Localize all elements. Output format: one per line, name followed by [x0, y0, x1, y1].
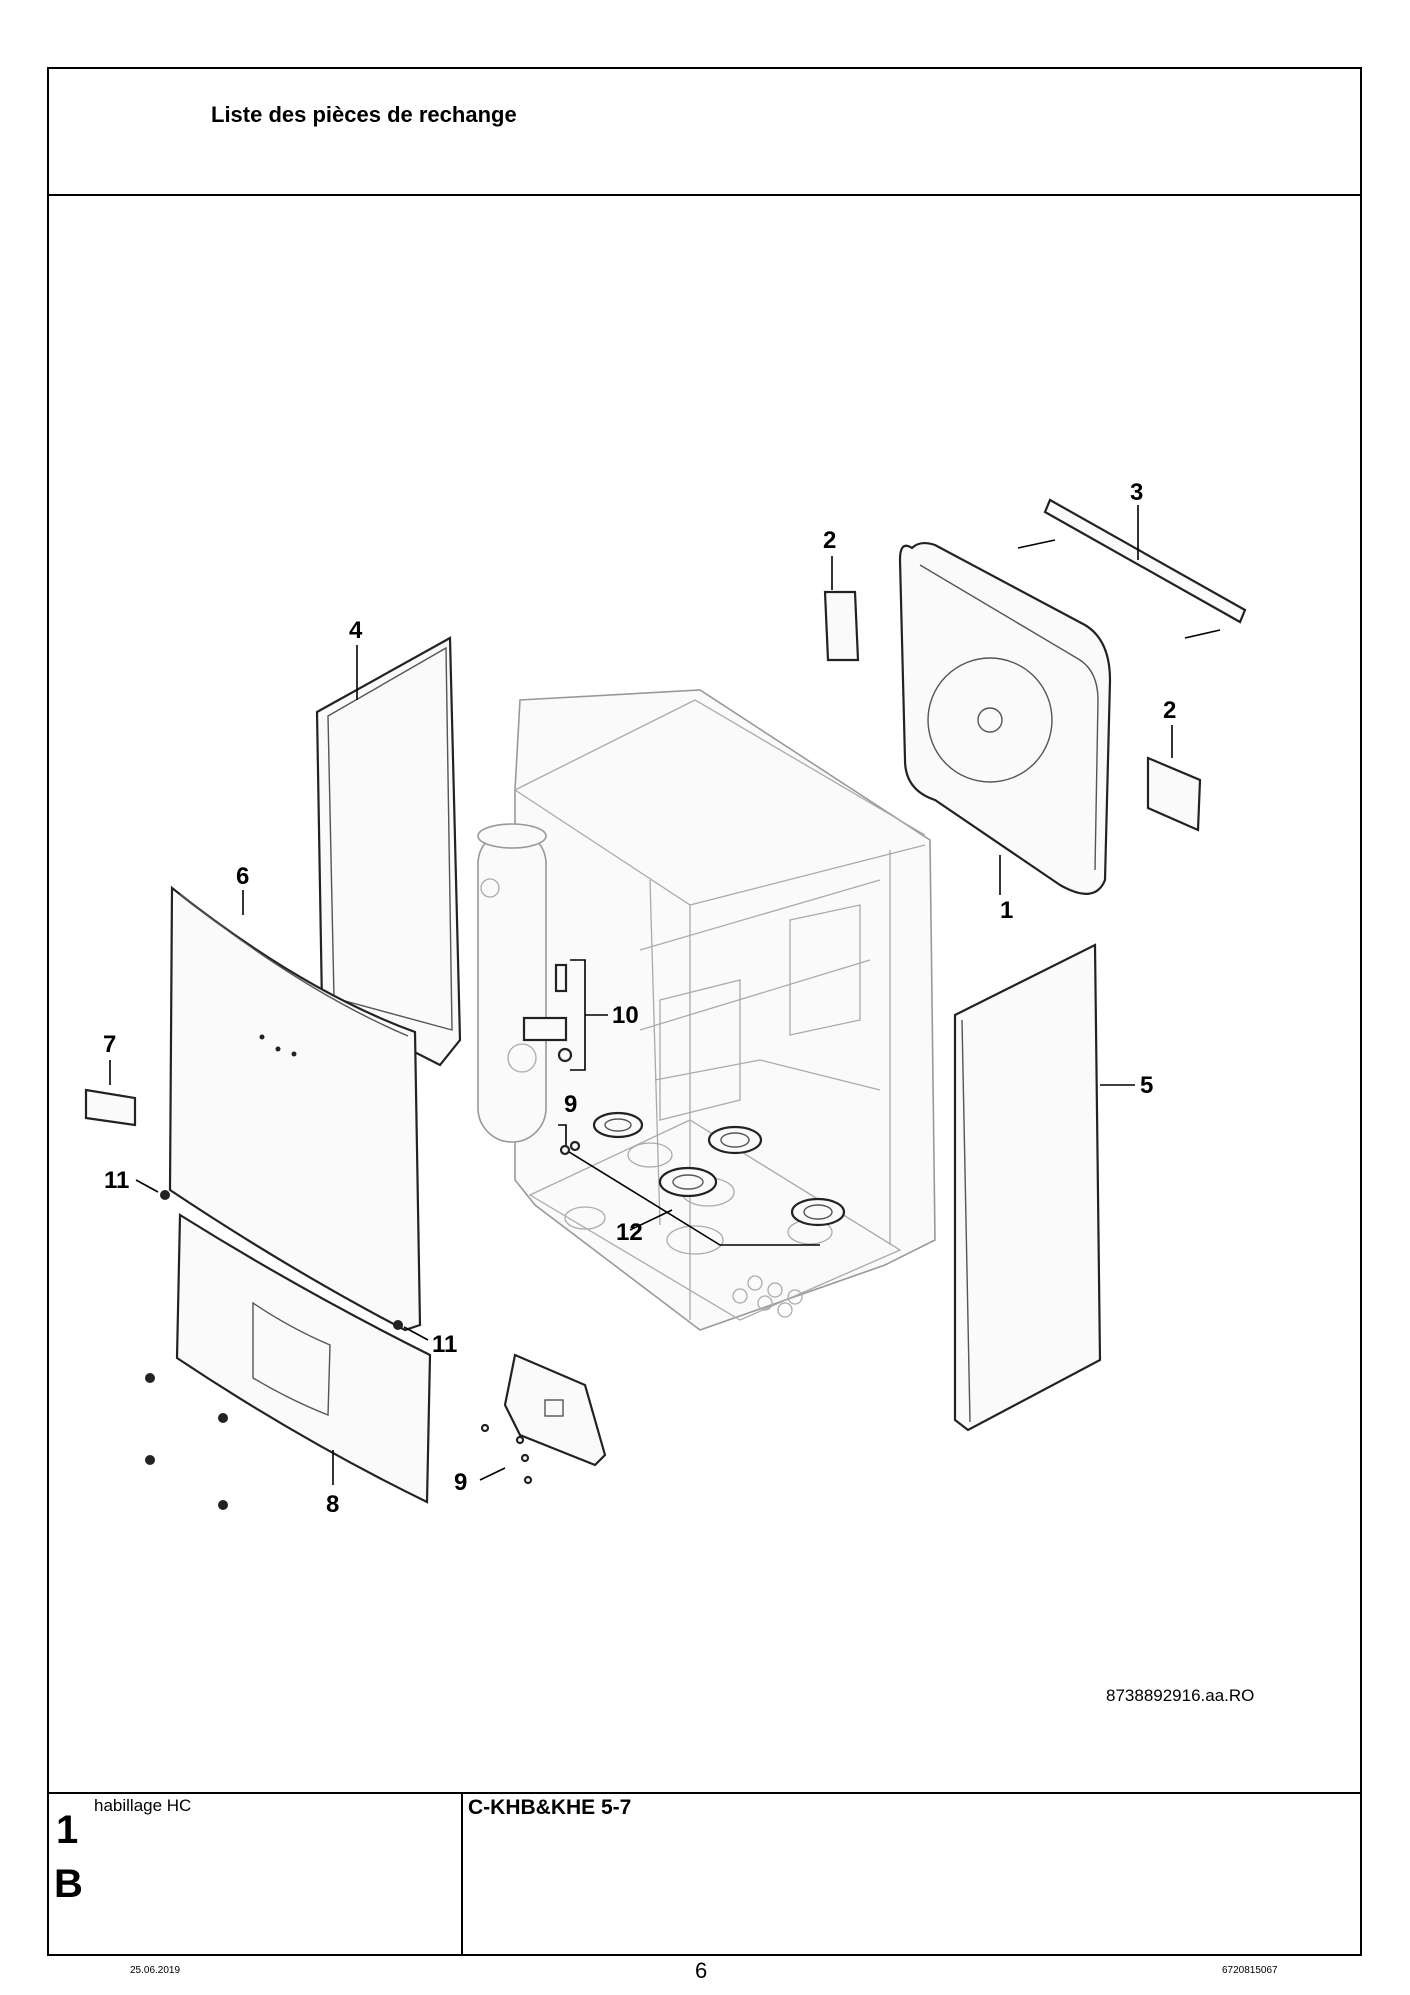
- callout-6: 6: [236, 863, 249, 890]
- footer-column-divider: [461, 1792, 463, 1956]
- part-2-hinge-lower: [1146, 725, 1202, 832]
- callout-2-upper: 2: [823, 527, 836, 554]
- page-title: Liste des pièces de rechange: [211, 102, 517, 127]
- callout-3: 3: [1130, 479, 1143, 506]
- callout-5: 5: [1140, 1072, 1153, 1099]
- section-number: 1: [56, 1808, 79, 1852]
- part-10-bracket: [522, 959, 608, 1071]
- section-letter: B: [54, 1862, 83, 1906]
- part-7-label: [84, 1060, 137, 1127]
- footer-date: 25.06.2019: [130, 1965, 181, 1976]
- callout-2-lower: 2: [1163, 697, 1176, 724]
- callout-1: 1: [1000, 897, 1013, 924]
- part-12-flanges: [565, 1111, 846, 1246]
- part-5-right-side-panel: [953, 943, 1135, 1432]
- callout-9-lower: 9: [454, 1469, 467, 1496]
- callout-4: 4: [349, 617, 363, 644]
- wall-mounting-plate: [479, 1353, 607, 1485]
- callout-9-upper: 9: [564, 1091, 577, 1118]
- diagram-reference-code: 8738892916.aa.RO: [1106, 1686, 1255, 1705]
- callout-10: 10: [612, 1002, 639, 1029]
- page-number: 6: [695, 1958, 708, 1983]
- expansion-vessel: [477, 823, 547, 1143]
- footer-divider: [47, 1792, 1362, 1794]
- part-1-control-box: [898, 541, 1112, 895]
- part-4-left-side-panel: [315, 636, 462, 1067]
- callout-12: 12: [616, 1219, 643, 1246]
- callout-11-upper: 11: [104, 1167, 129, 1194]
- section-label: habillage HC: [94, 1796, 192, 1815]
- document-number: 6720815067: [1222, 1965, 1278, 1976]
- part-9-upper-screws: [558, 1124, 581, 1156]
- page-frame: [47, 67, 1362, 1956]
- housing-frame: [514, 689, 936, 1331]
- callout-7: 7: [103, 1031, 116, 1058]
- model-name: C-KHB&KHE 5-7: [468, 1796, 632, 1819]
- part-2-hinge-upper: [823, 556, 860, 662]
- part-11-screws: [135, 1179, 429, 1341]
- callout-11-lower: 11: [432, 1331, 457, 1358]
- part-3-mounting-rail: [1017, 498, 1247, 639]
- part-8-lower-cover: [145, 1213, 432, 1510]
- callout-8: 8: [326, 1491, 339, 1518]
- part-6-front-cover: [168, 885, 422, 1332]
- header-divider: [47, 194, 1362, 196]
